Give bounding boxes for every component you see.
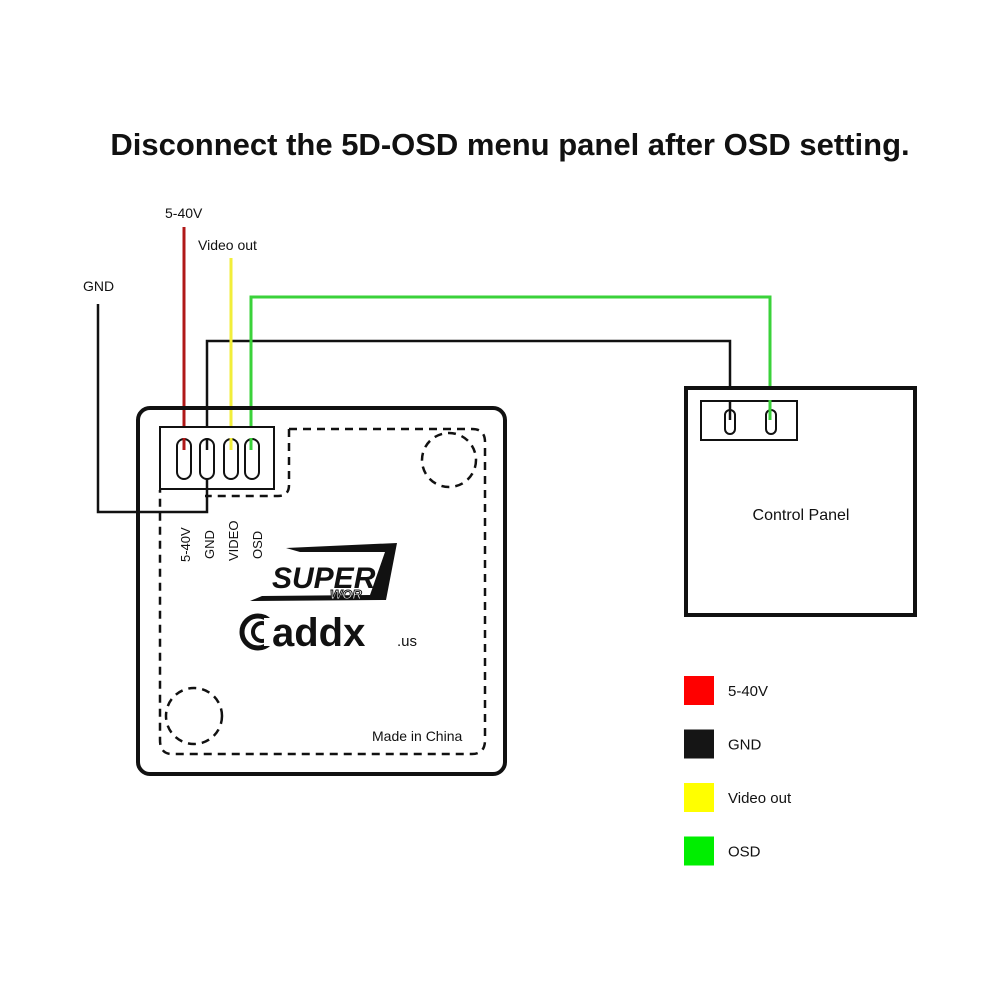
logo-wor-text: WOR [330,587,362,602]
caddx-logo: addx .us [239,611,417,655]
mounting-hole-top-right [420,431,478,489]
pin-label-gnd: GND [202,530,217,559]
diagram-title: Disconnect the 5D-OSD menu panel after O… [110,127,909,162]
legend-swatch-3 [684,836,714,866]
logo-caddx-text: addx [272,611,365,655]
gnd-wire-to-panel [205,339,732,450]
legend-label-0: 5-40V [728,683,768,700]
gnd-wire-label: GND [83,278,114,294]
connector-dashed-outline [205,429,291,498]
legend-label-1: GND [728,737,762,754]
legend-swatch-2 [684,783,714,812]
osd-board-outline [136,406,507,776]
control-panel-label: Control Panel [753,507,850,524]
legend-label-3: OSD [728,844,761,861]
made-in-china-label: Made in China [372,728,462,744]
video-wire-label: Video out [198,237,257,253]
osd-wire [249,295,772,450]
mounting-hole-bottom-left [164,686,224,746]
legend-swatch-0 [684,676,714,705]
power-wire-label: 5-40V [165,205,203,221]
superwor-logo: SUPER WOR [250,543,397,603]
legend-swatch-1 [684,729,714,759]
legend-label-2: Video out [728,790,792,807]
pin-label-power: 5-40V [178,527,193,562]
control-panel-connector [700,400,798,441]
logo-super-text: SUPER [272,562,376,595]
logo-us-text: .us [397,633,417,650]
pin-label-osd: OSD [250,531,265,559]
pin-label-video: VIDEO [226,521,241,561]
